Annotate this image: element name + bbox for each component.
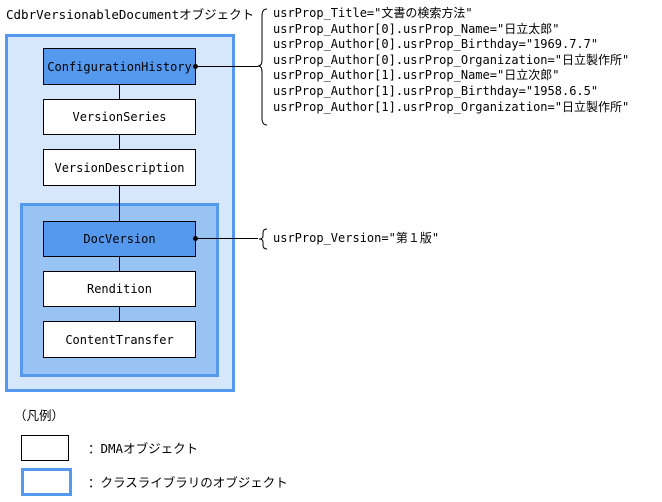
legend-title: （凡例） [14, 408, 65, 423]
legend-dma-swatch [21, 435, 69, 461]
configuration-history-object: ConfigurationHistory [43, 48, 196, 85]
property-line: usrProp_Author[0].usrProp_Name="日立太郎" [273, 21, 560, 36]
property-line: usrProp_Author[0].usrProp_Organization="… [273, 52, 630, 67]
document-properties-list: usrProp_Title="文書の検索方法" usrProp_Author[0… [273, 6, 629, 115]
property-line: usrProp_Author[1].usrProp_Name="日立次郎" [273, 68, 560, 83]
property-line: usrProp_Version="第１版" [273, 231, 440, 245]
document-properties-brace [257, 8, 268, 126]
property-line: usrProp_Author[0].usrProp_Birthday="1969… [273, 37, 599, 52]
outer-container-label: CdbrVersionableDocumentオブジェクト [6, 7, 255, 22]
legend-class-library-label: ：クラスライブラリのオブジェクト [88, 475, 288, 490]
connector-line [119, 185, 120, 222]
property-leader-line [196, 238, 258, 239]
property-anchor-dot [193, 236, 198, 241]
connector-line [119, 84, 120, 100]
version-properties-brace [258, 228, 268, 250]
legend-dma-label: ：DMAオブジェクト [88, 441, 199, 456]
property-leader-line [196, 66, 258, 67]
connector-line [119, 256, 120, 272]
property-line: usrProp_Author[1].usrProp_Birthday="1958… [273, 83, 599, 98]
property-anchor-dot [193, 64, 198, 69]
version-description-object: VersionDescription [43, 149, 196, 186]
connector-line [119, 306, 120, 322]
doc-version-object: DocVersion [43, 221, 196, 257]
connector-line [119, 134, 120, 150]
version-properties-list: usrProp_Version="第１版" [273, 231, 439, 246]
legend-class-library-swatch [21, 468, 72, 496]
rendition-object: Rendition [43, 271, 196, 307]
property-line: usrProp_Title="文書の検索方法" [273, 6, 473, 20]
property-line: usrProp_Author[1].usrProp_Organization="… [273, 99, 630, 114]
content-transfer-object: ContentTransfer [43, 321, 196, 358]
version-series-object: VersionSeries [43, 99, 196, 135]
